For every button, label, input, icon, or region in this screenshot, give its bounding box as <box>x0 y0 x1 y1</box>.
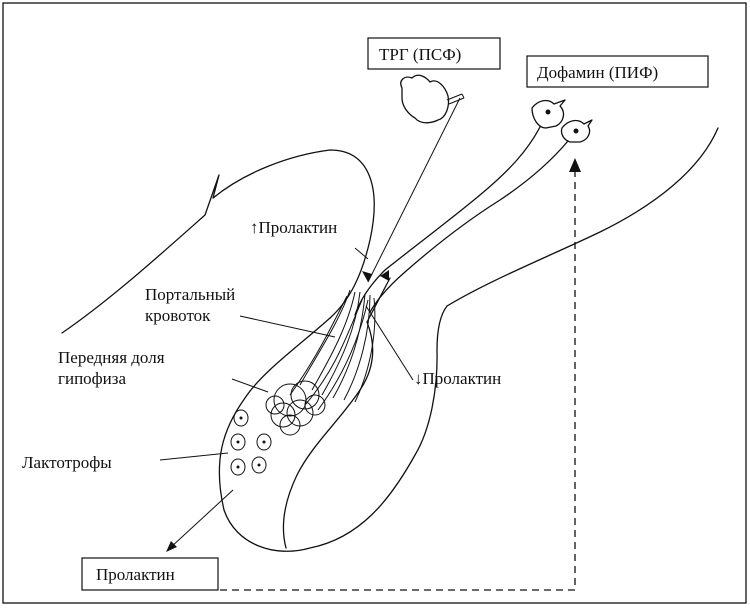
trh-label: ТРГ (ПСФ) <box>379 45 461 64</box>
anterior-pituitary-label-line2: гипофиза <box>58 369 126 388</box>
trh-axon <box>368 98 460 282</box>
lactotroph-cells <box>231 410 271 475</box>
portal-vessels <box>290 290 375 410</box>
hypothalamus-outline-left <box>62 150 374 333</box>
arrowhead <box>380 270 389 281</box>
trh-axon-terminal <box>447 94 464 104</box>
prolactin-release-arrow <box>170 490 233 548</box>
hypothalamus-outline-right <box>447 128 718 306</box>
portal-flow-label-line1: Портальный <box>145 285 235 304</box>
arrowhead <box>362 271 372 282</box>
prolactin-up-label: ↑Пролактин <box>250 218 337 237</box>
pituitary-gland-outline <box>219 306 447 551</box>
neuron-nucleus <box>574 129 579 134</box>
neuron-nucleus <box>546 110 551 115</box>
portal-flow-label-line2: кровоток <box>145 306 211 325</box>
posterior-lobe-outline <box>283 322 372 548</box>
dopamine-label: Дофамин (ПИФ) <box>537 63 658 82</box>
prolactin-box-label: Пролактин <box>96 565 175 584</box>
dopamine-axon <box>355 127 540 315</box>
prolactin-down-label: ↓Пролактин <box>414 369 501 388</box>
trh-neuron-icon <box>401 75 449 123</box>
leader-lactotrophs <box>160 453 228 460</box>
anterior-pituitary-label-line1: Передняя доля <box>58 348 165 367</box>
feedback-arrowhead <box>569 158 581 172</box>
dopamine-axon <box>370 141 568 312</box>
lactotrophs-label: Лактотрофы <box>22 453 112 472</box>
capillary-plexus <box>266 381 325 435</box>
